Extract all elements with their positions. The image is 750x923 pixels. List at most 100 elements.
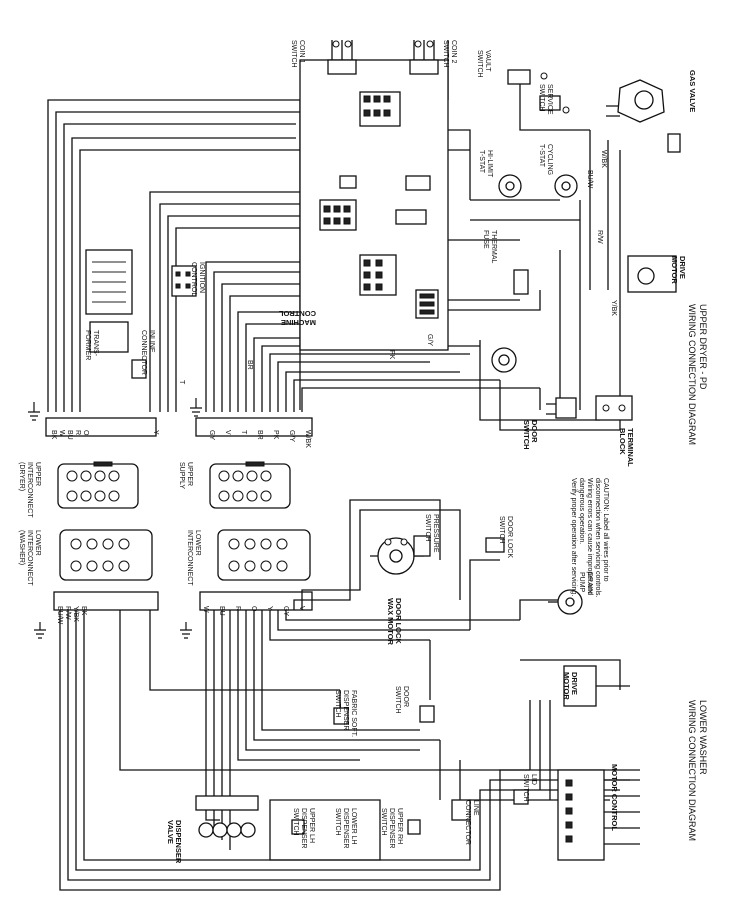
svg-text:SUPPLY: SUPPLY bbox=[178, 462, 185, 489]
svg-text:DISPENSER: DISPENSER bbox=[342, 690, 349, 730]
pressure-switch: PRESSURE SWITCH bbox=[413, 514, 439, 557]
svg-text:SWITCH: SWITCH bbox=[476, 50, 483, 78]
svg-text:MOTOR: MOTOR bbox=[670, 256, 679, 284]
line-connector: LINE CONNECTOR bbox=[451, 799, 479, 845]
svg-text:dangerous operation.: dangerous operation. bbox=[578, 478, 585, 544]
wire-code-tag: T bbox=[240, 430, 247, 435]
svg-text:SWITCH: SWITCH bbox=[334, 808, 341, 836]
wire-code-tag: BR bbox=[256, 430, 263, 440]
wire-code-tag: BU bbox=[218, 606, 225, 616]
service-switch: SERVICE SWITCH bbox=[538, 84, 570, 115]
svg-text:SWITCH: SWITCH bbox=[522, 420, 531, 450]
svg-text:UPPER DRYER - PD: UPPER DRYER - PD bbox=[698, 304, 708, 390]
svg-text:DISPENSER: DISPENSER bbox=[388, 808, 395, 848]
svg-text:SWITCH: SWITCH bbox=[424, 514, 431, 542]
svg-text:VALVE: VALVE bbox=[166, 820, 175, 844]
svg-text:CONNECTOR: CONNECTOR bbox=[464, 800, 471, 845]
inline-connector: INLINE CONNECTOR bbox=[131, 330, 155, 379]
svg-text:LOWER WASHER: LOWER WASHER bbox=[698, 700, 708, 775]
svg-text:UPPER LH: UPPER LH bbox=[308, 808, 315, 843]
ignition-control: IGNITION CONTROL bbox=[171, 262, 205, 297]
dryer-section: MACHINE CONTROL COIN 1 SWITCH COIN 2 SWI… bbox=[28, 40, 708, 467]
svg-text:CONTROL: CONTROL bbox=[190, 262, 197, 296]
machine-control-label: MACHINE CONTROL bbox=[279, 309, 316, 327]
wire-code-tag: BU bbox=[66, 430, 73, 440]
svg-text:MOTOR CONTROL: MOTOR CONTROL bbox=[610, 764, 619, 831]
vault-switch: VAULT SWITCH bbox=[476, 50, 548, 85]
hi-limit-tstat: HI-LIMIT T-STAT bbox=[478, 150, 522, 198]
wire-code-tag: BK bbox=[50, 430, 57, 440]
svg-text:LOWER: LOWER bbox=[194, 530, 201, 556]
upper-lh-dispenser-switch: UPPER LH DISPENSER SWITCH bbox=[291, 808, 315, 848]
svg-text:IGNITION: IGNITION bbox=[198, 262, 205, 293]
svg-text:SWITCH: SWITCH bbox=[334, 690, 341, 718]
svg-text:VAULT: VAULT bbox=[484, 50, 491, 72]
svg-text:DISPENSER: DISPENSER bbox=[174, 820, 183, 864]
wire-code-tag: W bbox=[58, 430, 65, 437]
wire-code-tag: Y bbox=[266, 606, 273, 611]
wire-code-tag: W/BK bbox=[304, 430, 311, 448]
svg-text:SERVICE: SERVICE bbox=[546, 84, 553, 115]
svg-text:SWITCH: SWITCH bbox=[442, 40, 449, 68]
wire-code-tag: G/Y bbox=[426, 334, 433, 346]
gas-valve: GAS VALVE bbox=[606, 70, 697, 153]
svg-text:DRAIN: DRAIN bbox=[586, 572, 593, 594]
svg-text:TERMINAL: TERMINAL bbox=[626, 428, 635, 467]
lower-lh-dispenser-switch: LOWER LH DISPENSER SWITCH bbox=[334, 808, 357, 848]
washer-drive-motor: DRIVE MOTOR bbox=[562, 665, 630, 707]
svg-text:MACHINE: MACHINE bbox=[281, 318, 316, 327]
lower-interconnect-connector: LOWER INTERCONNECT (WASHER) bbox=[18, 529, 153, 586]
svg-text:INTERCONNECT: INTERCONNECT bbox=[26, 462, 33, 518]
washer-harness-wires bbox=[59, 499, 640, 891]
svg-text:WAX MOTOR: WAX MOTOR bbox=[386, 598, 395, 646]
svg-text:DOOR LOCK: DOOR LOCK bbox=[394, 598, 403, 644]
wire-code-tag: T bbox=[178, 380, 185, 385]
svg-text:PUMP: PUMP bbox=[578, 572, 585, 593]
drain-pump: DRAIN PUMP bbox=[548, 572, 593, 615]
svg-text:(WASHER): (WASHER) bbox=[18, 530, 25, 565]
svg-text:THERMAL: THERMAL bbox=[490, 230, 497, 264]
svg-text:DOOR: DOOR bbox=[530, 420, 539, 443]
upper-dryer-title: UPPER DRYER - PD WIRING CONNECTION DIAGR… bbox=[687, 304, 708, 445]
washer-section: DOOR LOCK WAX MOTOR PRESSURE SWITCH DOOR… bbox=[34, 478, 708, 891]
wire-code-tag: Y/BK bbox=[72, 606, 79, 622]
svg-text:DRIVE: DRIVE bbox=[570, 672, 579, 695]
svg-text:SWITCH: SWITCH bbox=[292, 808, 299, 836]
svg-text:PRESSURE: PRESSURE bbox=[432, 514, 439, 553]
svg-text:DOOR: DOOR bbox=[402, 686, 409, 707]
interconnect-section: UPPER INTERCONNECT (DRYER) UPPER SUPPLY bbox=[18, 461, 311, 586]
wire-code-tag: Y/BK bbox=[610, 300, 617, 316]
svg-text:TRANS-: TRANS- bbox=[92, 330, 99, 357]
motor-control: MOTOR CONTROL bbox=[557, 764, 640, 861]
svg-text:CYCLING: CYCLING bbox=[546, 144, 553, 175]
svg-text:FABRIC SOFT.: FABRIC SOFT. bbox=[350, 690, 357, 737]
upper-rh-dispenser-switch: UPPER RH DISPENSER SWITCH bbox=[380, 808, 421, 848]
washer-connector-strip-left bbox=[53, 591, 159, 611]
svg-text:disconnection when servicing c: disconnection when servicing controls. bbox=[594, 478, 601, 598]
svg-text:DISPENSER: DISPENSER bbox=[342, 808, 349, 848]
svg-text:INTERCONNECT: INTERCONNECT bbox=[26, 530, 33, 586]
wire-code-tag: PK bbox=[272, 430, 279, 440]
door-lock-wax-motor: DOOR LOCK WAX MOTOR bbox=[370, 537, 424, 646]
svg-text:(DRYER): (DRYER) bbox=[18, 462, 25, 491]
svg-text:GAS VALVE: GAS VALVE bbox=[688, 70, 697, 112]
control-connectors bbox=[319, 91, 439, 319]
dryer-door-switch: DOOR SWITCH bbox=[522, 397, 577, 450]
lid-switch: LID SWITCH bbox=[513, 774, 537, 805]
caution-note: CAUTION: Label all wires prior to discon… bbox=[570, 478, 609, 598]
washer-connector-strip-right bbox=[199, 591, 313, 611]
svg-text:HI-LIMIT: HI-LIMIT bbox=[486, 150, 493, 178]
heater-element bbox=[491, 347, 517, 373]
svg-text:DRIVE: DRIVE bbox=[678, 256, 687, 279]
dryer-connector-strip-left bbox=[45, 417, 157, 437]
svg-text:SWITCH: SWITCH bbox=[498, 516, 505, 544]
svg-text:UPPER: UPPER bbox=[186, 462, 193, 486]
wire-code-tag: BR bbox=[246, 360, 253, 370]
dryer-connector-strip-right bbox=[195, 417, 313, 437]
thermal-fuse: THERMAL FUSE bbox=[482, 230, 529, 295]
svg-text:FORMER: FORMER bbox=[84, 330, 91, 360]
svg-text:DISPENSER: DISPENSER bbox=[300, 808, 307, 848]
svg-text:CAUTION: Label all wires prior: CAUTION: Label all wires prior to bbox=[602, 478, 609, 582]
wire-code-tag: BK bbox=[80, 606, 87, 616]
